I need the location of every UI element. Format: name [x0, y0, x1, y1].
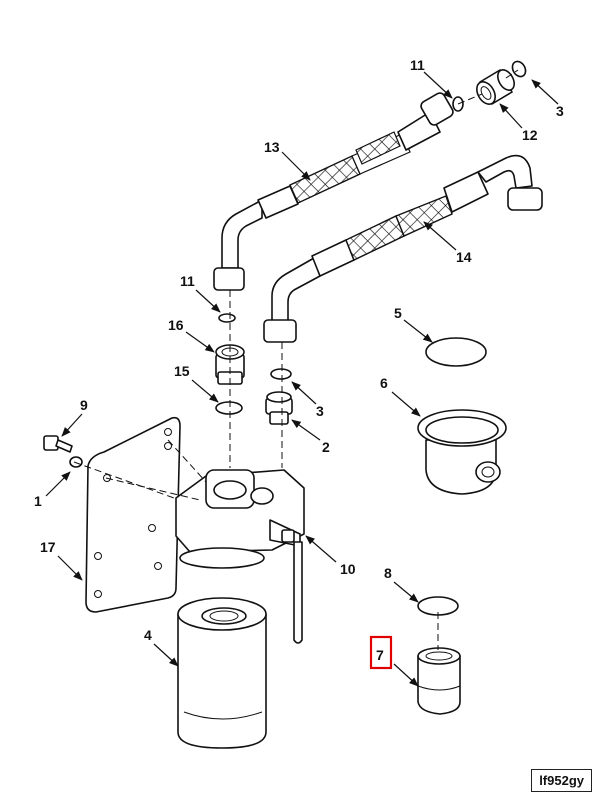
callout-13: 13 [264, 139, 280, 155]
hose-13 [213, 92, 454, 291]
fitting-12 [476, 69, 515, 105]
callout-10: 10 [340, 561, 356, 577]
o-ring-3-middle [270, 368, 292, 380]
fitting-2 [265, 391, 293, 425]
callout-14: 14 [456, 249, 472, 265]
bowl-6 [417, 409, 507, 495]
callout-4: 4 [144, 627, 152, 643]
filter-head [175, 469, 305, 569]
callout-12: 12 [522, 127, 538, 143]
callout-11-top: 11 [410, 57, 425, 73]
bracket-17 [85, 416, 181, 613]
callout-2: 2 [322, 439, 330, 455]
callout-6: 6 [380, 375, 388, 391]
callout-17: 17 [40, 539, 56, 555]
bolt-9 [43, 435, 73, 453]
fitting-7 [417, 647, 461, 715]
callout-9: 9 [80, 397, 88, 413]
filter-4 [177, 597, 267, 749]
hose-14 [263, 154, 543, 343]
callout-3-middle: 3 [316, 403, 324, 419]
callout-11-left: 11 [180, 273, 195, 289]
o-ring-5 [425, 337, 487, 367]
o-ring-11-left [218, 313, 236, 323]
callout-1: 1 [34, 493, 42, 509]
callout-3-top: 3 [556, 103, 564, 119]
o-ring-3-top [511, 60, 527, 78]
washer-1 [69, 456, 83, 468]
o-ring-15 [215, 401, 243, 415]
callout-16: 16 [168, 317, 184, 333]
callout-15: 15 [174, 363, 190, 379]
callouts: 11 3 12 13 14 11 16 15 3 2 5 6 9 1 17 10 [34, 57, 564, 687]
highlight-box-7 [369, 635, 393, 670]
callout-7: 7 [376, 647, 384, 663]
drain-strap-10 [293, 541, 303, 644]
alignment-lines [73, 69, 519, 650]
callout-8: 8 [384, 565, 392, 581]
callout-5: 5 [394, 305, 402, 321]
figure-reference-code: lf952gy [531, 769, 592, 792]
